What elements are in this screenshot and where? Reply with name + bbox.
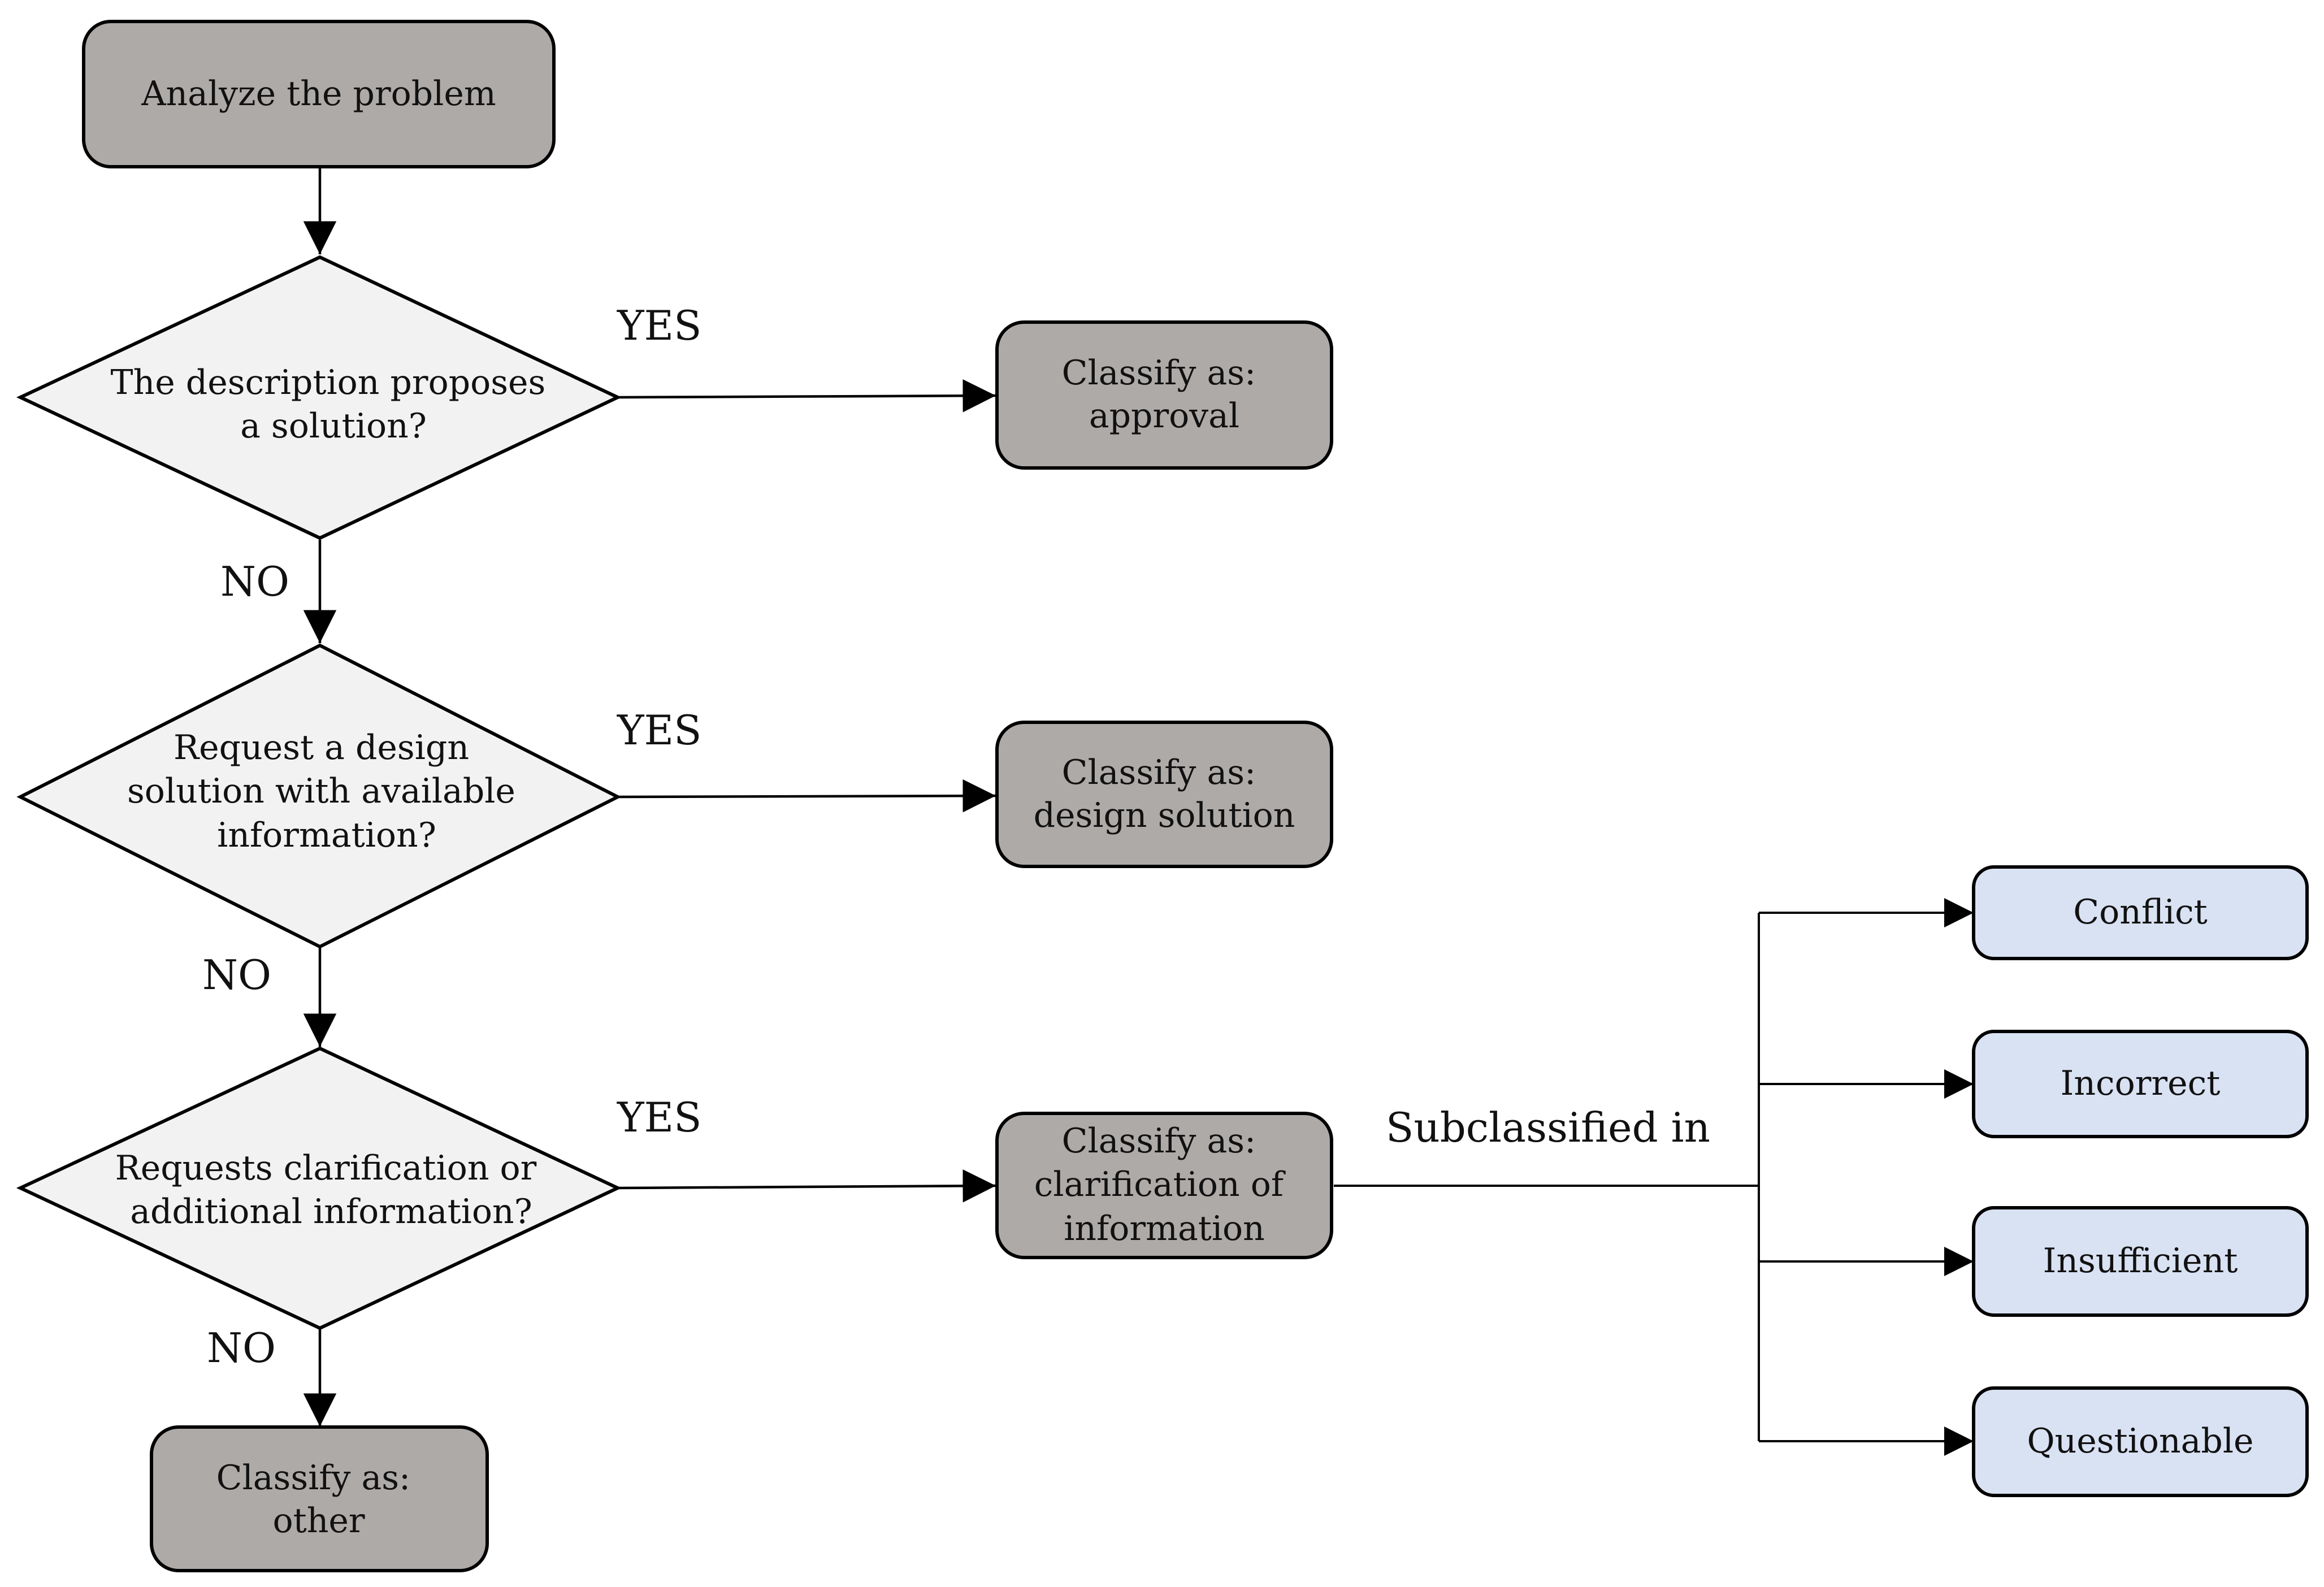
node-insufficient: Insufficient: [1972, 1206, 2309, 1317]
other-line-1: Classify as:: [216, 1458, 411, 1498]
no-label-3: NO: [207, 1324, 276, 1372]
svg-text:Classify as: other: Classify as: other: [216, 1458, 422, 1541]
svg-text:Questionable: Questionable: [2027, 1421, 2253, 1461]
decision-3-line-2: additional information?: [130, 1192, 532, 1232]
incorrect-label: Incorrect: [2061, 1064, 2221, 1103]
yes-label-1: YES: [617, 302, 701, 349]
no-label-1: NO: [220, 558, 289, 605]
other-line-2: other: [272, 1501, 365, 1541]
analyze-line-1: Analyze the problem: [141, 74, 496, 114]
decision-1-line-2: a solution?: [240, 406, 427, 446]
svg-text:Classify as: clarificati: Classify as: clarification of informatio…: [1034, 1121, 1294, 1248]
node-classify-approval: Classify as: approval: [995, 320, 1333, 470]
yes-label-2: YES: [617, 706, 701, 754]
insufficient-label: Insufficient: [2043, 1241, 2238, 1281]
approval-line-2: approval: [1089, 396, 1239, 436]
edge-q2-to-design: [617, 779, 996, 813]
clarification-line-1: Classify as:: [1062, 1121, 1256, 1161]
decision-proposes-solution: The description proposes a solution?: [16, 255, 622, 540]
clarification-line-2: clarification of: [1034, 1165, 1286, 1204]
conflict-label: Conflict: [2073, 892, 2208, 932]
decision-requests-clarification: Requests clarification or additional inf…: [16, 1046, 622, 1330]
decision-1-line-1: The description proposes: [111, 363, 546, 402]
edge-q3-to-clarification: [617, 1169, 996, 1203]
edges: [303, 167, 1974, 1456]
edge-labels: YES YES YES NO NO NO Subclassified in: [202, 302, 1710, 1372]
clarification-line-3: information: [1064, 1209, 1265, 1248]
node-classify-other: Classify as: other: [150, 1425, 489, 1572]
node-classify-clarification: Classify as: clarification of informatio…: [995, 1112, 1333, 1259]
edge-q1-to-approval: [617, 379, 996, 413]
decision-request-design-solution: Request a design solution with available…: [16, 643, 622, 949]
no-label-2: NO: [202, 951, 271, 999]
svg-text:Request a design solutio: Request a design solution with available…: [127, 728, 526, 855]
svg-text:Incorrect: Incorrect: [2061, 1064, 2221, 1103]
node-classify-design-solution: Classify as: design solution: [995, 721, 1333, 868]
decision-3-line-1: Requests clarification or: [115, 1148, 537, 1188]
svg-text:Classify as: approval: Classify as: approval: [1062, 353, 1267, 436]
node-analyze-problem: Analyze the problem: [82, 20, 556, 168]
node-questionable: Questionable: [1972, 1386, 2309, 1497]
decision-2-line-3: information?: [217, 816, 436, 855]
yes-label-3: YES: [617, 1094, 701, 1141]
decision-2-line-1: Request a design: [174, 728, 469, 768]
node-conflict: Conflict: [1972, 865, 2309, 960]
svg-text:Requests clarification or: Requests clarification or additional inf…: [115, 1148, 548, 1232]
svg-text:Classify as: design solu: Classify as: design solution: [1034, 753, 1295, 835]
svg-text:The description proposes: The description proposes a solution?: [111, 363, 557, 446]
svg-text:Conflict: Conflict: [2073, 892, 2208, 932]
decision-2-line-2: solution with available: [127, 771, 515, 811]
questionable-label: Questionable: [2027, 1421, 2253, 1461]
svg-text:Insufficient: Insufficient: [2043, 1241, 2238, 1281]
svg-text:Analyze the problem: Analyze the problem: [141, 74, 496, 114]
design-line-2: design solution: [1034, 796, 1295, 835]
subclassified-label: Subclassified in: [1386, 1104, 1710, 1151]
design-line-1: Classify as:: [1062, 753, 1256, 792]
node-incorrect: Incorrect: [1972, 1030, 2309, 1138]
approval-line-1: Classify as:: [1062, 353, 1256, 393]
